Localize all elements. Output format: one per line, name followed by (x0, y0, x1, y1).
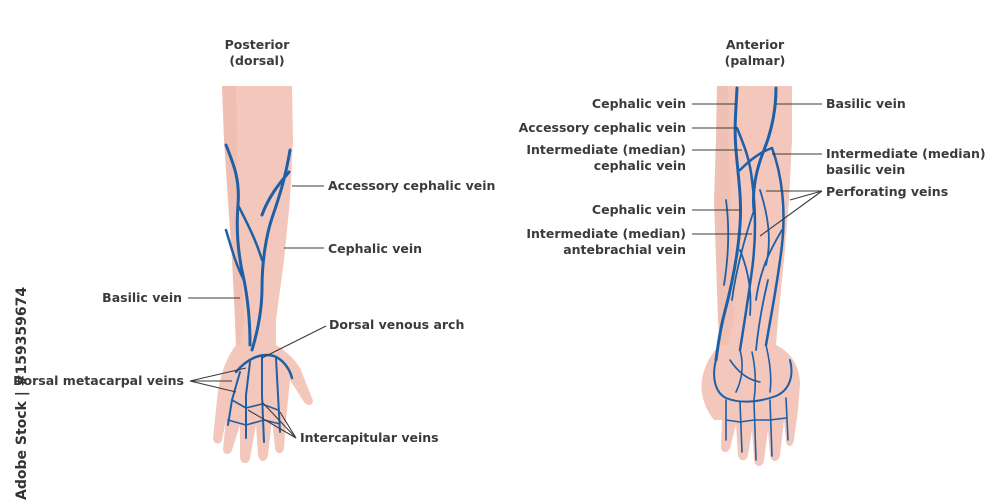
label-dorsal-venous-arch: Dorsal venous arch (329, 317, 464, 332)
anterior-median-antebrachial-vein (738, 178, 757, 352)
posterior-arm: Posterior (dorsal) Accessory cephalic ve… (13, 37, 495, 464)
posterior-title-line-2: (dorsal) (229, 53, 284, 68)
label-anterior-cephalic-vein-top: Cephalic vein (592, 96, 686, 111)
label-intermediate-basilic-line-1: Intermediate (median) (826, 146, 986, 161)
posterior-title-line-1: Posterior (225, 37, 291, 52)
label-anterior-accessory-cephalic-vein: Accessory cephalic vein (519, 120, 686, 135)
anterior-accessory-cephalic-vein (735, 126, 754, 182)
anterior-cephalic-vein (714, 86, 743, 362)
anterior-leader-lines (692, 103, 823, 237)
posterior-leader-lines (188, 185, 327, 439)
label-intercapitular-veins: Intercapitular veins (300, 430, 439, 445)
label-intermediate-cephalic-line-2: cephalic vein (594, 158, 686, 173)
label-anterior-cephalic-vein-mid: Cephalic vein (592, 202, 686, 217)
posterior-metacarpal-vein-3 (261, 355, 265, 443)
posterior-forearm-branch (224, 228, 246, 282)
posterior-metacarpal-vein-2 (245, 361, 251, 439)
anterior-digital-veins (725, 397, 789, 461)
label-anterior-basilic-vein: Basilic vein (826, 96, 906, 111)
watermark-text: Adobe Stock | #159359674 (14, 287, 30, 500)
posterior-cephalic-vein (250, 148, 292, 352)
posterior-basilic-vein (224, 143, 252, 347)
label-intermediate-basilic-line-2: basilic vein (826, 162, 905, 177)
anterior-arm: Anterior (palmar) Cephalic vein Accessor… (519, 37, 986, 466)
label-intermediate-antebrachial-line-1: Intermediate (median) (526, 226, 686, 241)
label-intermediate-antebrachial-line-2: antebrachial vein (563, 242, 686, 257)
posterior-intercapitular-veins (227, 399, 281, 426)
anterior-basilic-lower (764, 146, 785, 347)
anterior-forearm-network (723, 189, 783, 351)
label-dorsal-metacarpal-veins: Dorsal metacarpal veins (13, 373, 184, 388)
posterior-connecting-vein (236, 203, 264, 262)
label-accessory-cephalic-vein: Accessory cephalic vein (328, 178, 495, 193)
anterior-title-line-2: (palmar) (725, 53, 786, 68)
label-cephalic-vein: Cephalic vein (328, 241, 422, 256)
label-basilic-vein: Basilic vein (102, 290, 182, 305)
anterior-title-line-1: Anterior (726, 37, 785, 52)
label-perforating-veins: Perforating veins (826, 184, 948, 199)
anterior-palmar-arch (713, 359, 793, 403)
posterior-dorsal-venous-arch (234, 353, 294, 380)
anterior-palmar-network (729, 344, 772, 401)
posterior-accessory-cephalic-vein (260, 170, 291, 217)
anterior-veins (713, 86, 793, 461)
anterior-median-cubital (738, 146, 774, 172)
anterior-forearm-shade (714, 86, 734, 345)
label-intermediate-cephalic-line-1: Intermediate (median) (526, 142, 686, 157)
